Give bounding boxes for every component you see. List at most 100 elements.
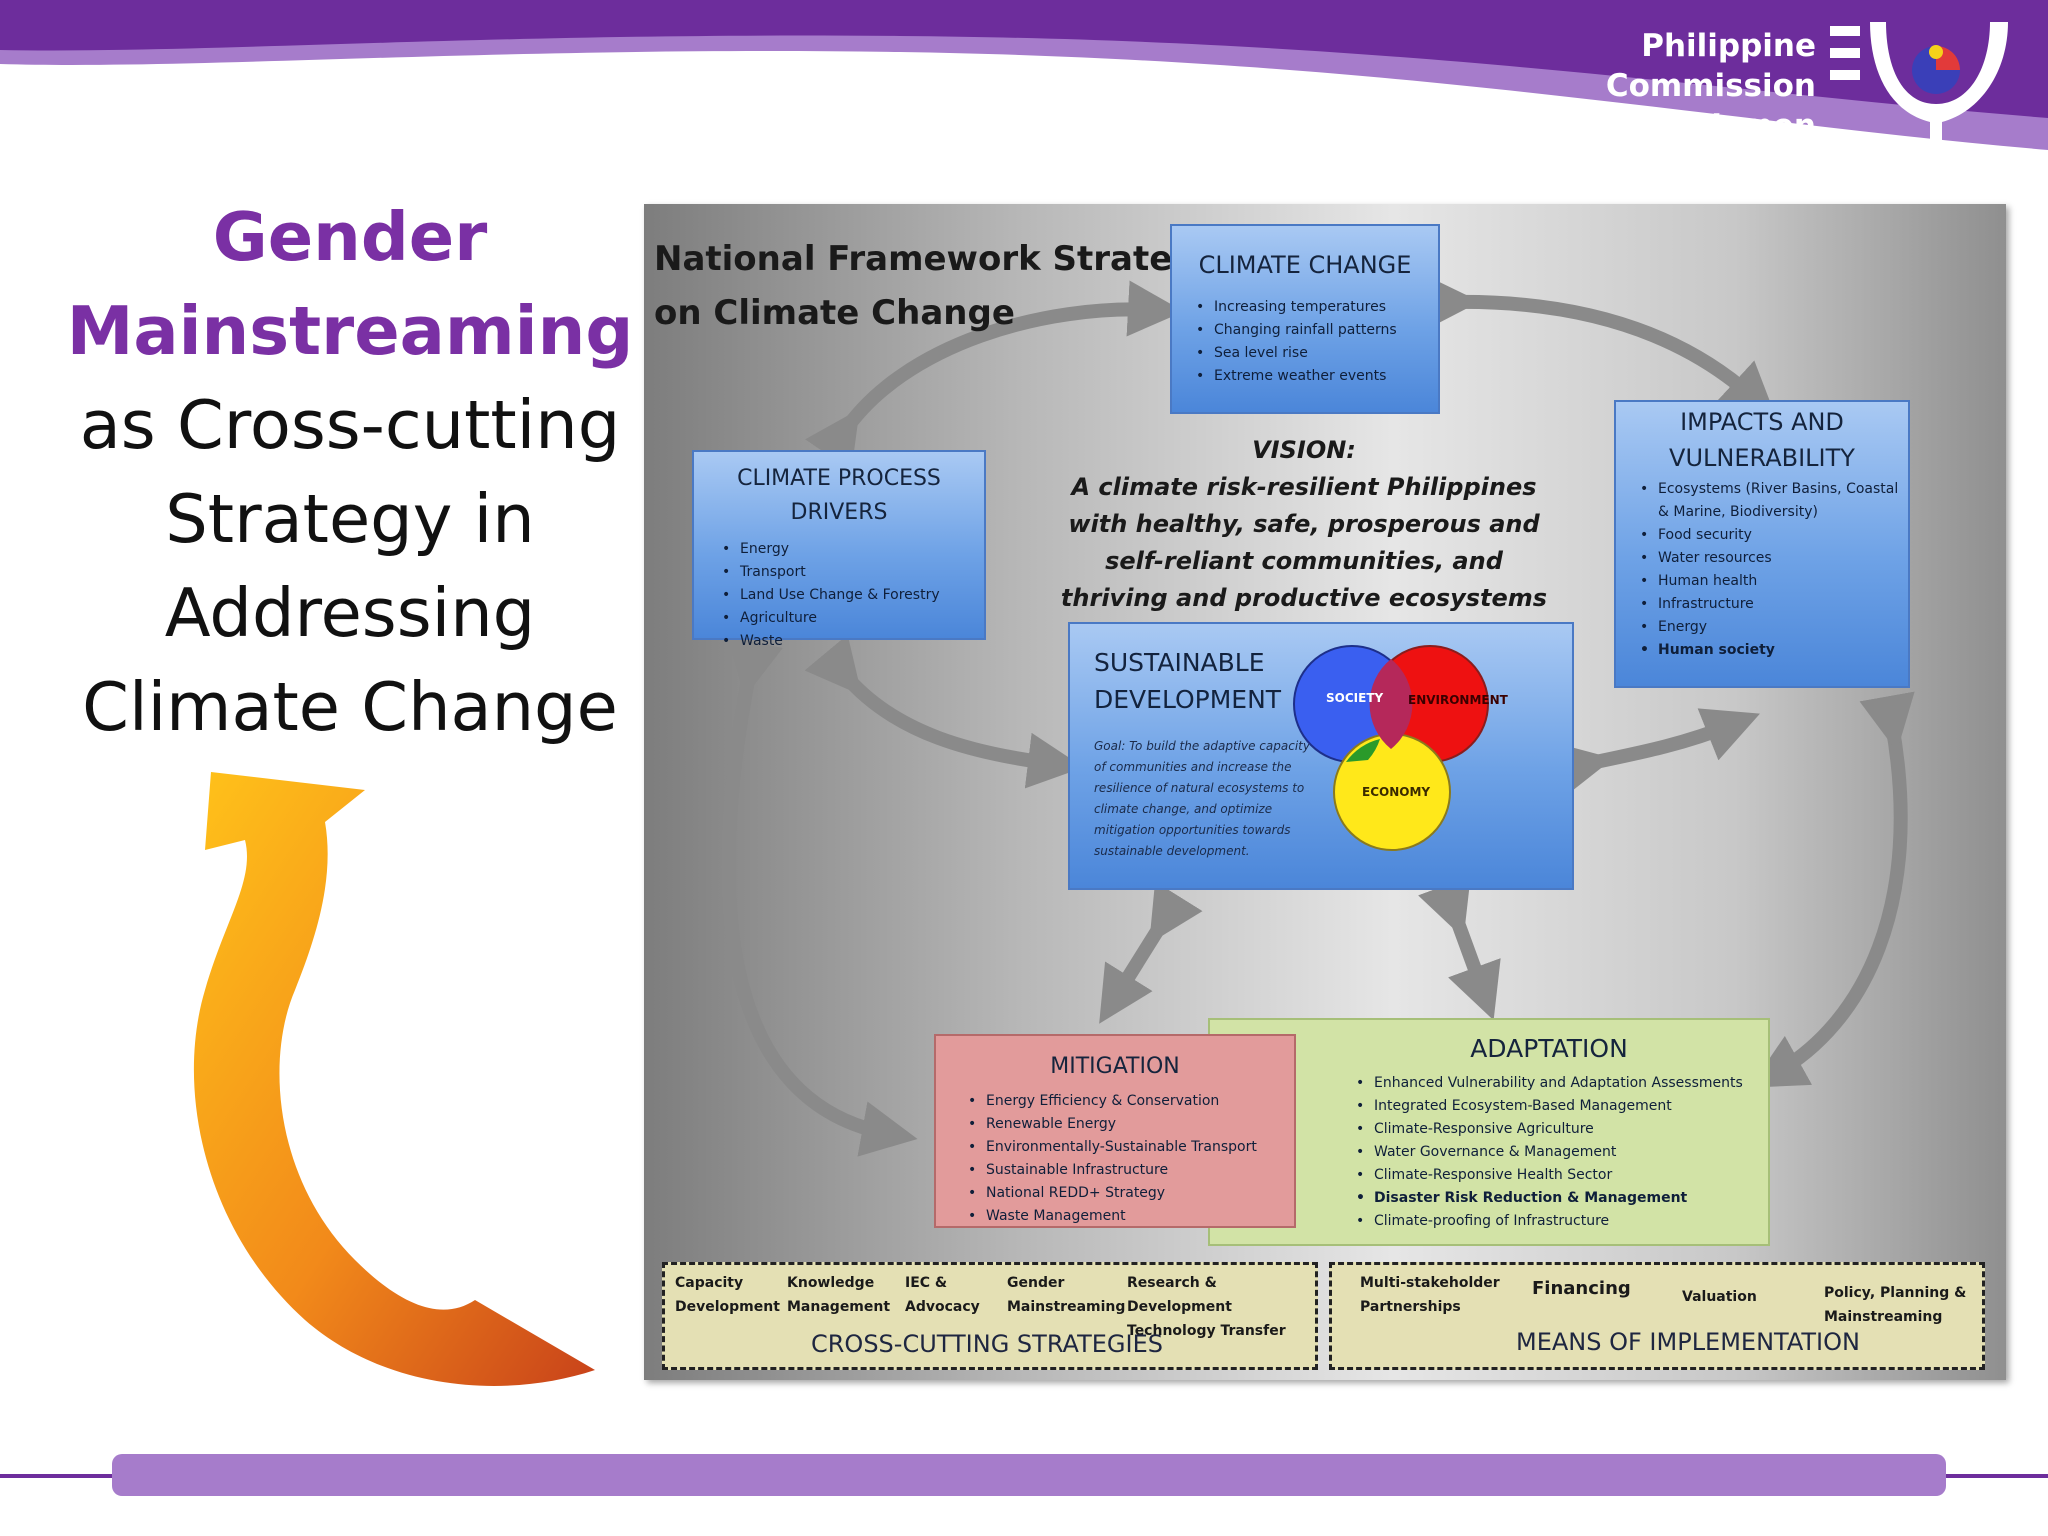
- sustainable-development-title: SUSTAINABLE DEVELOPMENT: [1094, 644, 1281, 718]
- cross-cutting-strategies-box: Capacity Development Knowledge Managemen…: [662, 1262, 1318, 1370]
- diagram-title: National Framework Strategy on Climate C…: [654, 232, 1219, 340]
- list-item: Energy: [1640, 616, 1908, 639]
- list-item: Water resources: [1640, 547, 1908, 570]
- impacts-title: IMPACTS AND: [1680, 408, 1844, 436]
- list-item: Human society: [1640, 639, 1908, 662]
- list-item: Extreme weather events: [1196, 365, 1438, 388]
- means-item: Policy, Planning & Mainstreaming: [1824, 1281, 1966, 1329]
- org-name: Philippine Commission on Women: [1606, 26, 1816, 146]
- list-item: Climate-Responsive Agriculture: [1356, 1118, 1768, 1141]
- list-item: Infrastructure: [1640, 593, 1908, 616]
- list-item: Enhanced Vulnerability and Adaptation As…: [1356, 1072, 1768, 1095]
- pcw-logo-icon: [1830, 22, 2008, 162]
- title-line: Addressing: [164, 574, 536, 652]
- footer-bar: [0, 1454, 2048, 1496]
- list-item: Transport: [722, 561, 984, 584]
- list-item: National REDD+ Strategy: [968, 1182, 1294, 1205]
- list-item: Increasing temperatures: [1196, 296, 1438, 319]
- item-line: Policy, Planning &: [1824, 1285, 1967, 1301]
- list-item: Energy Efficiency & Conservation: [968, 1090, 1294, 1113]
- item-line: Technology Transfer: [1127, 1323, 1286, 1339]
- list-item: Climate-proofing of Infrastructure: [1356, 1210, 1768, 1233]
- item-line: Mainstreaming: [1007, 1299, 1126, 1315]
- list-item: Renewable Energy: [968, 1113, 1294, 1136]
- title-line: Climate Change: [82, 668, 618, 746]
- item-line: Partnerships: [1360, 1299, 1461, 1315]
- diagram-title-line: National Framework Strategy: [654, 239, 1219, 279]
- list-item: Climate-Responsive Health Sector: [1356, 1164, 1768, 1187]
- list-item: Integrated Ecosystem-Based Management: [1356, 1095, 1768, 1118]
- sd-title-line: SUSTAINABLE: [1094, 648, 1265, 677]
- mitigation-box: MITIGATION Energy Efficiency & Conservat…: [934, 1034, 1296, 1228]
- header-band: [0, 0, 2048, 150]
- list-item: Environmentally-Sustainable Transport: [968, 1136, 1294, 1159]
- title-line: Strategy in: [165, 480, 535, 558]
- climate-process-drivers-title: CLIMATE PROCESS DRIVERS: [737, 466, 941, 525]
- venn-environment-label: ENVIRONMENT: [1408, 693, 1509, 707]
- item-line: IEC &: [905, 1275, 948, 1291]
- item-line: Knowledge: [787, 1275, 875, 1291]
- vision-statement: VISION: A climate risk-resilient Philipp…: [1054, 432, 1554, 617]
- adaptation-box: ADAPTATION Enhanced Vulnerability and Ad…: [1208, 1018, 1770, 1246]
- venn-diagram: SOCIETY ENVIRONMENT ECONOMY: [1293, 645, 1509, 851]
- venn-society-label: SOCIETY: [1326, 691, 1383, 705]
- means-of-implementation-label: MEANS OF IMPLEMENTATION: [1516, 1328, 1860, 1356]
- climate-process-drivers-box: CLIMATE PROCESS DRIVERS Energy Transport…: [692, 450, 986, 653]
- cross-cutting-label: CROSS-CUTTING STRATEGIES: [811, 1330, 1163, 1358]
- list-item: Disaster Risk Reduction & Management: [1356, 1187, 1768, 1210]
- impacts-title: VULNERABILITY: [1669, 444, 1855, 472]
- curved-arrow-icon: [193, 772, 595, 1386]
- means-item: Valuation: [1682, 1285, 1757, 1309]
- list-item: Waste Management: [968, 1205, 1294, 1228]
- item-line: Research & Development: [1127, 1275, 1232, 1315]
- list-item: Land Use Change & Forestry: [722, 584, 984, 607]
- item-line: Mainstreaming: [1824, 1309, 1943, 1325]
- mitigation-title: MITIGATION: [1050, 1054, 1180, 1079]
- item-line: Financing: [1532, 1278, 1631, 1299]
- adaptation-title: ADAPTATION: [1470, 1034, 1628, 1063]
- title-line: Gender: [212, 198, 488, 276]
- climate-change-box: CLIMATE CHANGE Increasing temperatures C…: [1170, 224, 1440, 414]
- item-line: Multi-stakeholder: [1360, 1275, 1500, 1291]
- slide-title: Gender Mainstreaming as Cross-cutting St…: [40, 190, 660, 754]
- sustainable-development-goal: Goal: To build the adaptive capacity of …: [1094, 739, 1310, 858]
- list-item: Sustainable Infrastructure: [968, 1159, 1294, 1182]
- means-item: Multi-stakeholder Partnerships: [1360, 1271, 1500, 1319]
- item-line: Capacity: [675, 1275, 744, 1291]
- item-line: Development: [675, 1299, 780, 1315]
- org-name-line: Philippine: [1641, 28, 1816, 64]
- org-name-line: on Women: [1632, 108, 1816, 144]
- venn-economy-label: ECONOMY: [1362, 785, 1430, 799]
- diagram-arrows: [721, 274, 1915, 1157]
- sd-title-line: DEVELOPMENT: [1094, 685, 1282, 714]
- item-line: Advocacy: [905, 1299, 980, 1315]
- list-item: Sea level rise: [1196, 342, 1438, 365]
- item-line: Valuation: [1682, 1289, 1757, 1305]
- list-item: Agriculture: [722, 607, 984, 630]
- title-line: Mainstreaming: [66, 292, 634, 370]
- cross-cutting-item: Capacity Development: [675, 1271, 780, 1319]
- cross-cutting-item: Knowledge Management: [787, 1271, 890, 1319]
- list-item: Energy: [722, 538, 984, 561]
- list-item: Changing rainfall patterns: [1196, 319, 1438, 342]
- list-item: Waste: [722, 630, 984, 653]
- means-item: Financing: [1532, 1277, 1631, 1301]
- means-of-implementation-box: Multi-stakeholder Partnerships Financing…: [1329, 1262, 1985, 1370]
- list-item: Water Governance & Management: [1356, 1141, 1768, 1164]
- vision-label: VISION:: [1252, 436, 1356, 464]
- title-line: as Cross-cutting: [79, 386, 621, 464]
- list-item: Food security: [1640, 524, 1908, 547]
- climate-change-title: CLIMATE CHANGE: [1198, 251, 1412, 279]
- list-item: Human health: [1640, 570, 1908, 593]
- vision-text: A climate risk-resilient Philippines wit…: [1060, 473, 1548, 612]
- impacts-vulnerability-box: IMPACTS AND VULNERABILITY Ecosystems (Ri…: [1614, 400, 1910, 688]
- diagram-title-line: on Climate Change: [654, 293, 1015, 333]
- cross-cutting-item: IEC & Advocacy: [905, 1271, 980, 1319]
- sustainable-development-box: SUSTAINABLE DEVELOPMENT Goal: To build t…: [1068, 622, 1574, 890]
- org-name-line: Commission: [1605, 68, 1816, 104]
- item-line: Gender: [1007, 1275, 1065, 1291]
- list-item: Ecosystems (River Basins, Coastal & Mari…: [1640, 478, 1908, 524]
- cross-cutting-item: Research & Development Technology Transf…: [1127, 1271, 1315, 1343]
- item-line: Management: [787, 1299, 891, 1315]
- framework-diagram: National Framework Strategy on Climate C…: [644, 204, 2006, 1380]
